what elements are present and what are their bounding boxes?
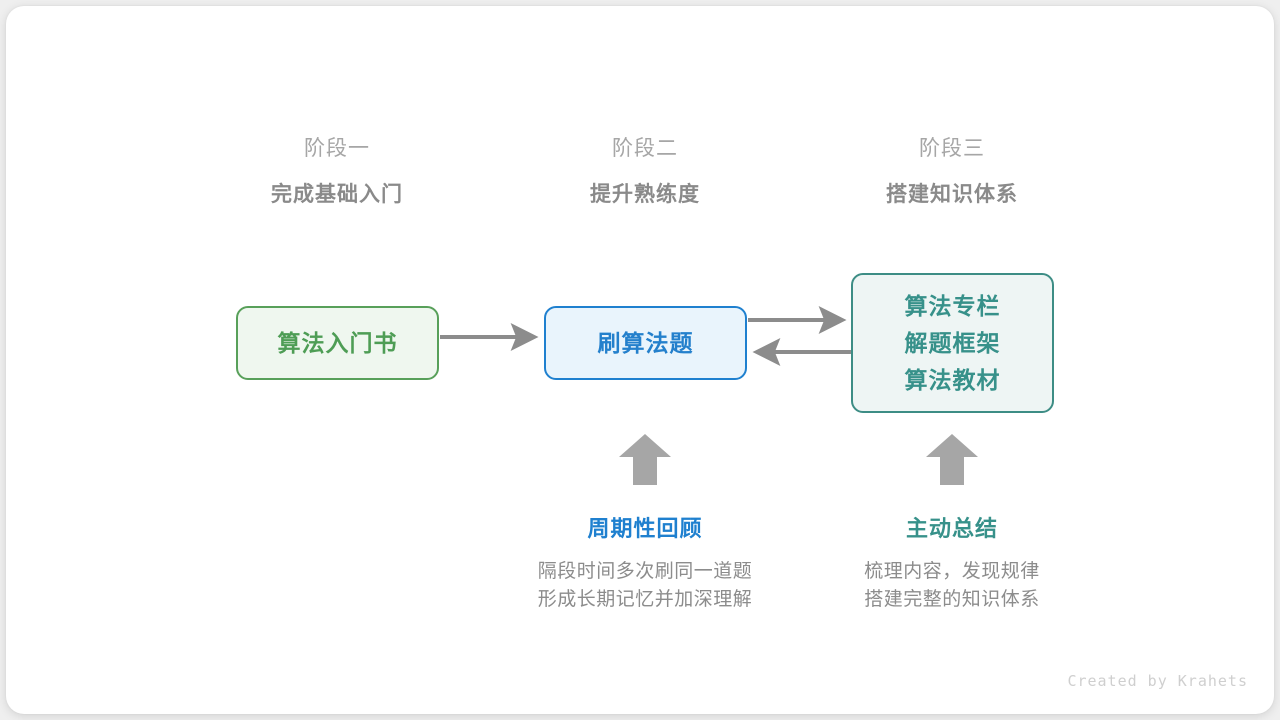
note-summary-body: 梳理内容，发现规律 搭建完整的知识体系: [802, 558, 1102, 614]
node-book-line-1: 算法入门书: [277, 329, 398, 356]
note-summary-body-line-2: 搭建完整的知识体系: [864, 589, 1040, 610]
note-summary-title: 主动总结: [905, 516, 998, 541]
stage-header-1: 阶段一 完成基础入门: [207, 134, 467, 210]
stage-name-3: 阶段三: [919, 137, 985, 160]
node-resources-line-2: 解题框架: [904, 329, 1001, 356]
note-review-body: 隔段时间多次刷同一道题 形成长期记忆并加深理解: [495, 558, 795, 614]
node-resources-line-3: 算法教材: [904, 366, 1001, 393]
node-practice-line-1: 刷算法题: [597, 329, 694, 356]
stage-header-2: 阶段二 提升熟练度: [515, 134, 775, 210]
note-periodic-review: 周期性回顾 隔段时间多次刷同一道题 形成长期记忆并加深理解: [495, 514, 795, 614]
stage-goal-2: 提升熟练度: [590, 183, 700, 206]
node-algorithm-intro-book[interactable]: 算法入门书: [236, 306, 439, 380]
stage-name-1: 阶段一: [304, 137, 370, 160]
stage-goal-3: 搭建知识体系: [886, 183, 1018, 206]
node-learning-resources[interactable]: 算法专栏 解题框架 算法教材: [851, 273, 1054, 413]
node-practice-problems[interactable]: 刷算法题: [544, 306, 747, 380]
note-review-title: 周期性回顾: [587, 516, 703, 541]
note-summary-body-line-1: 梳理内容，发现规律: [864, 561, 1040, 582]
arrow-up-review: [619, 434, 671, 485]
stage-header-3: 阶段三 搭建知识体系: [822, 134, 1082, 210]
node-resources-line-1: 算法专栏: [904, 292, 1001, 319]
diagram-canvas: 阶段一 完成基础入门 阶段二 提升熟练度 阶段三 搭建知识体系: [6, 6, 1274, 714]
note-review-body-line-1: 隔段时间多次刷同一道题: [537, 561, 753, 582]
arrow-up-summary: [926, 434, 978, 485]
note-active-summary: 主动总结 梳理内容，发现规律 搭建完整的知识体系: [802, 514, 1102, 614]
stage-name-2: 阶段二: [612, 137, 678, 160]
note-review-body-line-2: 形成长期记忆并加深理解: [537, 589, 753, 610]
stage-goal-1: 完成基础入门: [271, 183, 403, 206]
watermark-credit: Created by Krahets: [1067, 672, 1248, 690]
